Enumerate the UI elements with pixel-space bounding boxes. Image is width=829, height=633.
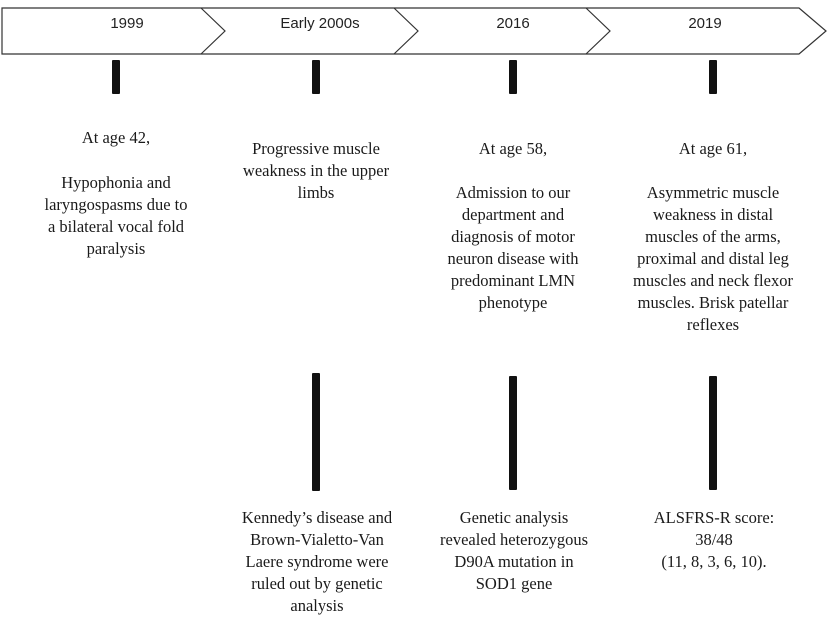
period-label-2019: 2019: [688, 15, 722, 32]
timeline-divider: [393, 7, 419, 55]
event-2019-alsfrs: ALSFRS-R score: 38/48 (11, 8, 3, 6, 10).: [653, 508, 775, 571]
connector-top-2016: [509, 60, 517, 94]
event-2016-genetic: Genetic analysis revealed heterozygous D…: [440, 508, 588, 593]
connector-top-1999: [112, 60, 120, 94]
event-2019-description: Asymmetric muscle weakness in distal mus…: [633, 183, 793, 334]
connector-top-early-2000s: [312, 60, 320, 94]
timeline-divider: [585, 7, 611, 55]
connector-bottom-early-2000s: [312, 373, 320, 491]
event-2016-age: At age 58,: [478, 139, 548, 158]
event-1999-description: Hypophonia and laryngospasms due to a bi…: [44, 173, 188, 258]
event-1999-age: At age 42,: [81, 128, 151, 147]
event-2019-age: At age 61,: [678, 139, 748, 158]
timeline-arrow-shape: [1, 7, 827, 55]
event-early-2000s-description: Progressive muscle weakness in the upper…: [242, 139, 390, 202]
connector-bottom-2016: [509, 376, 517, 490]
timeline-divider: [200, 7, 226, 55]
event-2016-description: Admission to our department and diagnosi…: [447, 183, 579, 312]
period-label-early-2000s: Early 2000s: [280, 15, 360, 32]
period-label-2016: 2016: [496, 15, 530, 32]
timeline-arrow: [1, 7, 827, 55]
connector-bottom-2019: [709, 376, 717, 490]
period-label-1999: 1999: [110, 15, 144, 32]
connector-top-2019: [709, 60, 717, 94]
event-early-2000s-genetic: Kennedy’s disease and Brown-Vialetto-Van…: [241, 508, 393, 615]
